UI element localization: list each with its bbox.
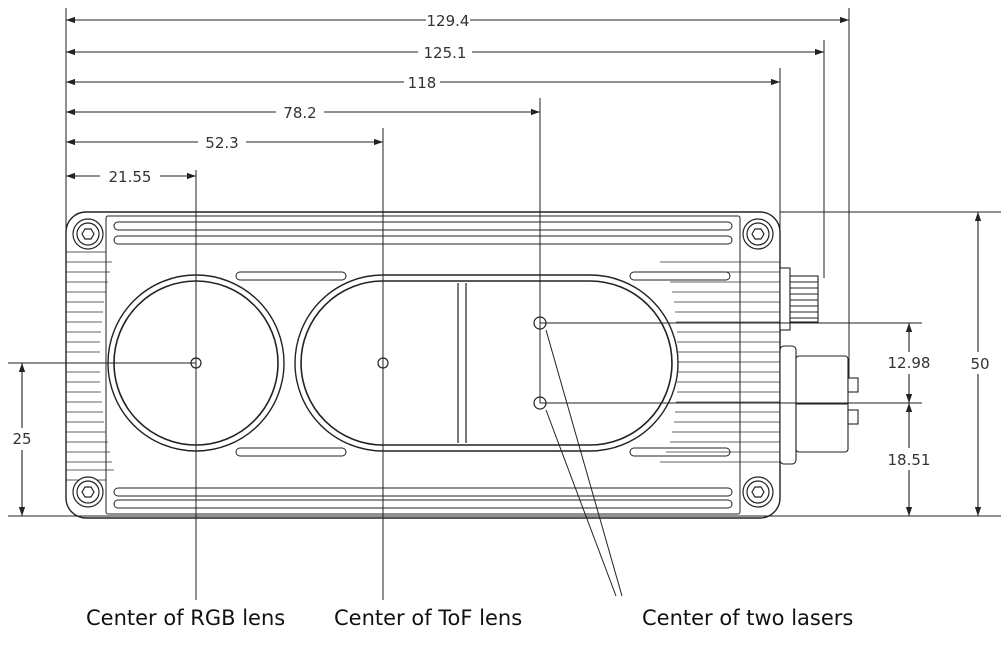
housing-slots [113,221,733,509]
dim-129-4: 129.4 [427,12,470,30]
connector-upper [779,267,819,331]
dim-52-3: 52.3 [205,134,238,152]
dim-125-1: 125.1 [424,44,467,62]
dim-rgb-height: 25 [12,430,31,448]
corner-screws [72,218,774,508]
callout-lasers: Center of two lasers [642,606,854,630]
dim-21-55: 21.55 [109,168,152,186]
dim-78-2: 78.2 [283,104,316,122]
dim-118: 118 [408,74,437,92]
connector-lower [779,345,859,465]
center-lines [8,98,1001,600]
callout-rgb-lens: Center of RGB lens [86,606,286,630]
left-fins [66,261,114,471]
top-dimension-label-backs [100,11,472,185]
callout-tof-lens: Center of ToF lens [334,606,523,630]
tof-window [294,274,679,452]
dim-laser-bottom: 18.51 [888,451,931,469]
dim-laser-spacing: 12.98 [888,354,931,372]
dim-height: 50 [970,355,989,373]
